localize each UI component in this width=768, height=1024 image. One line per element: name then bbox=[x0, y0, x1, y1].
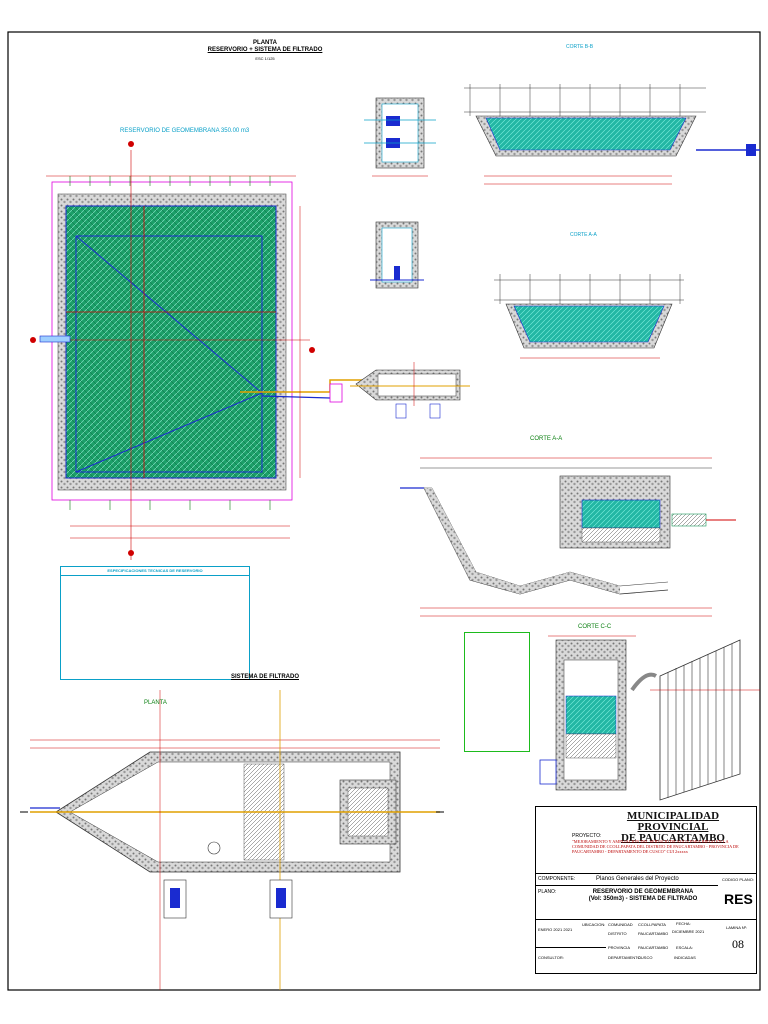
corte-aa-section bbox=[494, 274, 684, 359]
filter-section-aa bbox=[400, 457, 736, 617]
provincia-value: PAUCARTAMBO bbox=[638, 945, 669, 950]
departamento-label: DEPARTAMENTO bbox=[608, 955, 641, 960]
consultor-label: CONSULTOR: bbox=[538, 955, 564, 960]
filtro-plan-large bbox=[20, 690, 444, 990]
row-divider bbox=[536, 885, 718, 886]
provincia-label: PROVINCIA bbox=[608, 945, 631, 950]
planta-scale: ESC 1/125 bbox=[255, 56, 275, 61]
fecha-label: FECHA: bbox=[676, 921, 691, 926]
row-divider bbox=[536, 947, 606, 948]
planta-title: PLANTA bbox=[253, 40, 277, 46]
plano-label: PLANO: bbox=[538, 889, 557, 895]
valve-box-section bbox=[370, 221, 424, 289]
row-divider bbox=[536, 919, 756, 920]
specs-title: ESPECIFICACIONES TECNICAS DE RESERVORIO bbox=[61, 567, 249, 576]
comunidad-value: CCOLLPAPATA bbox=[638, 922, 666, 927]
proyecto-text: "MEJORAMIENTO Y AMPLIACION DEL SERVICIO … bbox=[572, 839, 739, 855]
plano-value: RESERVORIO DE GEOMEMBRANA (Vol: 350m3) -… bbox=[588, 889, 698, 902]
lamina-label: LAMINA Nº: bbox=[726, 925, 748, 930]
ubicacion-label: UBICACION: bbox=[582, 922, 606, 927]
componente-label: COMPONENTE: bbox=[538, 876, 576, 882]
departamento-value: CUSCO bbox=[638, 955, 653, 960]
specs-box: ESPECIFICACIONES TECNICAS DE RESERVORIO bbox=[60, 566, 250, 680]
distrito-value: PAUCARTAMBO bbox=[638, 931, 669, 936]
comunidad-label: COMUNIDAD bbox=[608, 922, 633, 927]
codigo-value: RES bbox=[724, 891, 753, 907]
reservoir-label: RESERVORIO DE GEOMEMBRANA 350.00 m3 bbox=[120, 128, 250, 134]
planta-subtitle: RESERVORIO + SISTEMA DE FILTRADO bbox=[207, 47, 323, 53]
valve-box-detail bbox=[364, 97, 436, 177]
reservoir-plan bbox=[30, 141, 372, 560]
legend-box bbox=[464, 632, 530, 752]
escala-value: INDICADAS bbox=[674, 955, 696, 960]
grate-detail bbox=[630, 639, 760, 801]
sistema-title: SISTEMA DE FILTRADO bbox=[231, 674, 299, 680]
municipality-line2: DE PAUCARTAMBO bbox=[620, 832, 725, 844]
corte-bb-label: CORTE B-B bbox=[566, 44, 594, 50]
corte-aa-filter-label: CORTE A-A bbox=[530, 436, 563, 442]
corte-aa-label: CORTE A-A bbox=[570, 232, 597, 238]
planta-filtro-label: PLANTA bbox=[144, 700, 167, 706]
lamina-value: 08 bbox=[732, 937, 744, 951]
row-divider bbox=[536, 873, 756, 874]
corte-cc-section bbox=[539, 635, 636, 791]
sheet-border bbox=[7, 31, 761, 991]
corte-cc-label: CORTE C-C bbox=[578, 624, 612, 630]
codigo-label: CODIGO PLANO: bbox=[722, 877, 755, 882]
filter-plan-small bbox=[350, 362, 470, 419]
date-code: ENERO 2021 2021 bbox=[538, 927, 573, 932]
distrito-label: DISTRITO bbox=[608, 931, 627, 936]
municipality-name: MUNICIPALIDAD PROVINCIAL DE PAUCARTAMBO bbox=[592, 811, 754, 844]
municipality-line1: MUNICIPALIDAD PROVINCIAL bbox=[626, 810, 720, 833]
escala-label: ESCALA: bbox=[676, 945, 693, 950]
componente-value: Planos Generales del Proyecto bbox=[596, 876, 679, 882]
corte-bb-section bbox=[464, 84, 760, 185]
fecha-value: DICIEMBRE 2021 bbox=[672, 929, 705, 934]
proyecto-label: PROYECTO: bbox=[572, 833, 602, 839]
title-block: MUNICIPALIDAD PROVINCIAL DE PAUCARTAMBO … bbox=[535, 806, 757, 974]
